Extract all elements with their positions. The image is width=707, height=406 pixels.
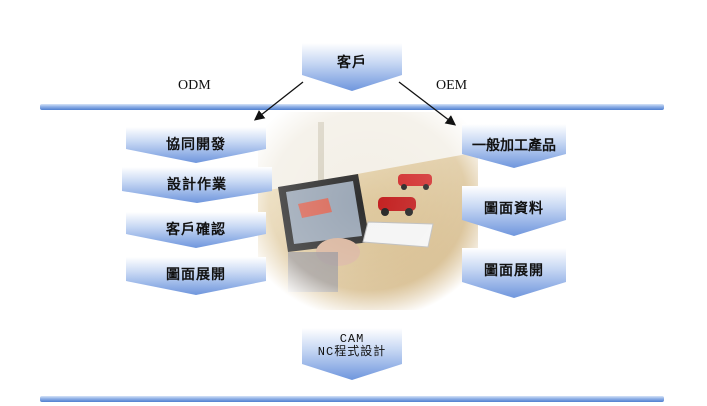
odm-label: ODM xyxy=(178,78,211,93)
oem-label: OEM xyxy=(436,78,468,93)
odm-step-2-box: 設計作業 xyxy=(122,167,272,203)
odm-step-2-label: 設計作業 xyxy=(167,177,227,193)
cam-box: CAM NC程式設計 xyxy=(302,328,402,380)
odm-arrow xyxy=(253,81,304,121)
cam-label-line2: NC程式設計 xyxy=(317,345,387,359)
cam-label-line1: CAM xyxy=(339,332,365,346)
oem-step-1-box: 一般加工產品 xyxy=(462,124,566,168)
odm-step-4-label: 圖面展開 xyxy=(166,267,226,283)
customer-label: 客戶 xyxy=(337,55,367,71)
odm-step-1-box: 協同開發 xyxy=(126,127,266,163)
oem-step-1-label: 一般加工產品 xyxy=(472,138,556,154)
top-divider-bar xyxy=(40,104,664,110)
oem-step-2-label: 圖面資料 xyxy=(484,201,544,217)
customer-box: 客戶 xyxy=(302,43,402,91)
oem-step-3-box: 圖面展開 xyxy=(462,248,566,298)
odm-step-4-box: 圖面展開 xyxy=(126,257,266,295)
odm-step-3-box: 客戶確認 xyxy=(126,212,266,248)
bottom-divider-bar xyxy=(40,396,664,402)
background-photo xyxy=(258,112,478,310)
oem-step-2-box: 圖面資料 xyxy=(462,186,566,236)
odm-step-1-label: 協同開發 xyxy=(166,137,226,153)
odm-step-3-label: 客戶確認 xyxy=(166,222,226,238)
oem-step-3-label: 圖面展開 xyxy=(484,263,544,279)
oem-arrow xyxy=(398,81,457,126)
